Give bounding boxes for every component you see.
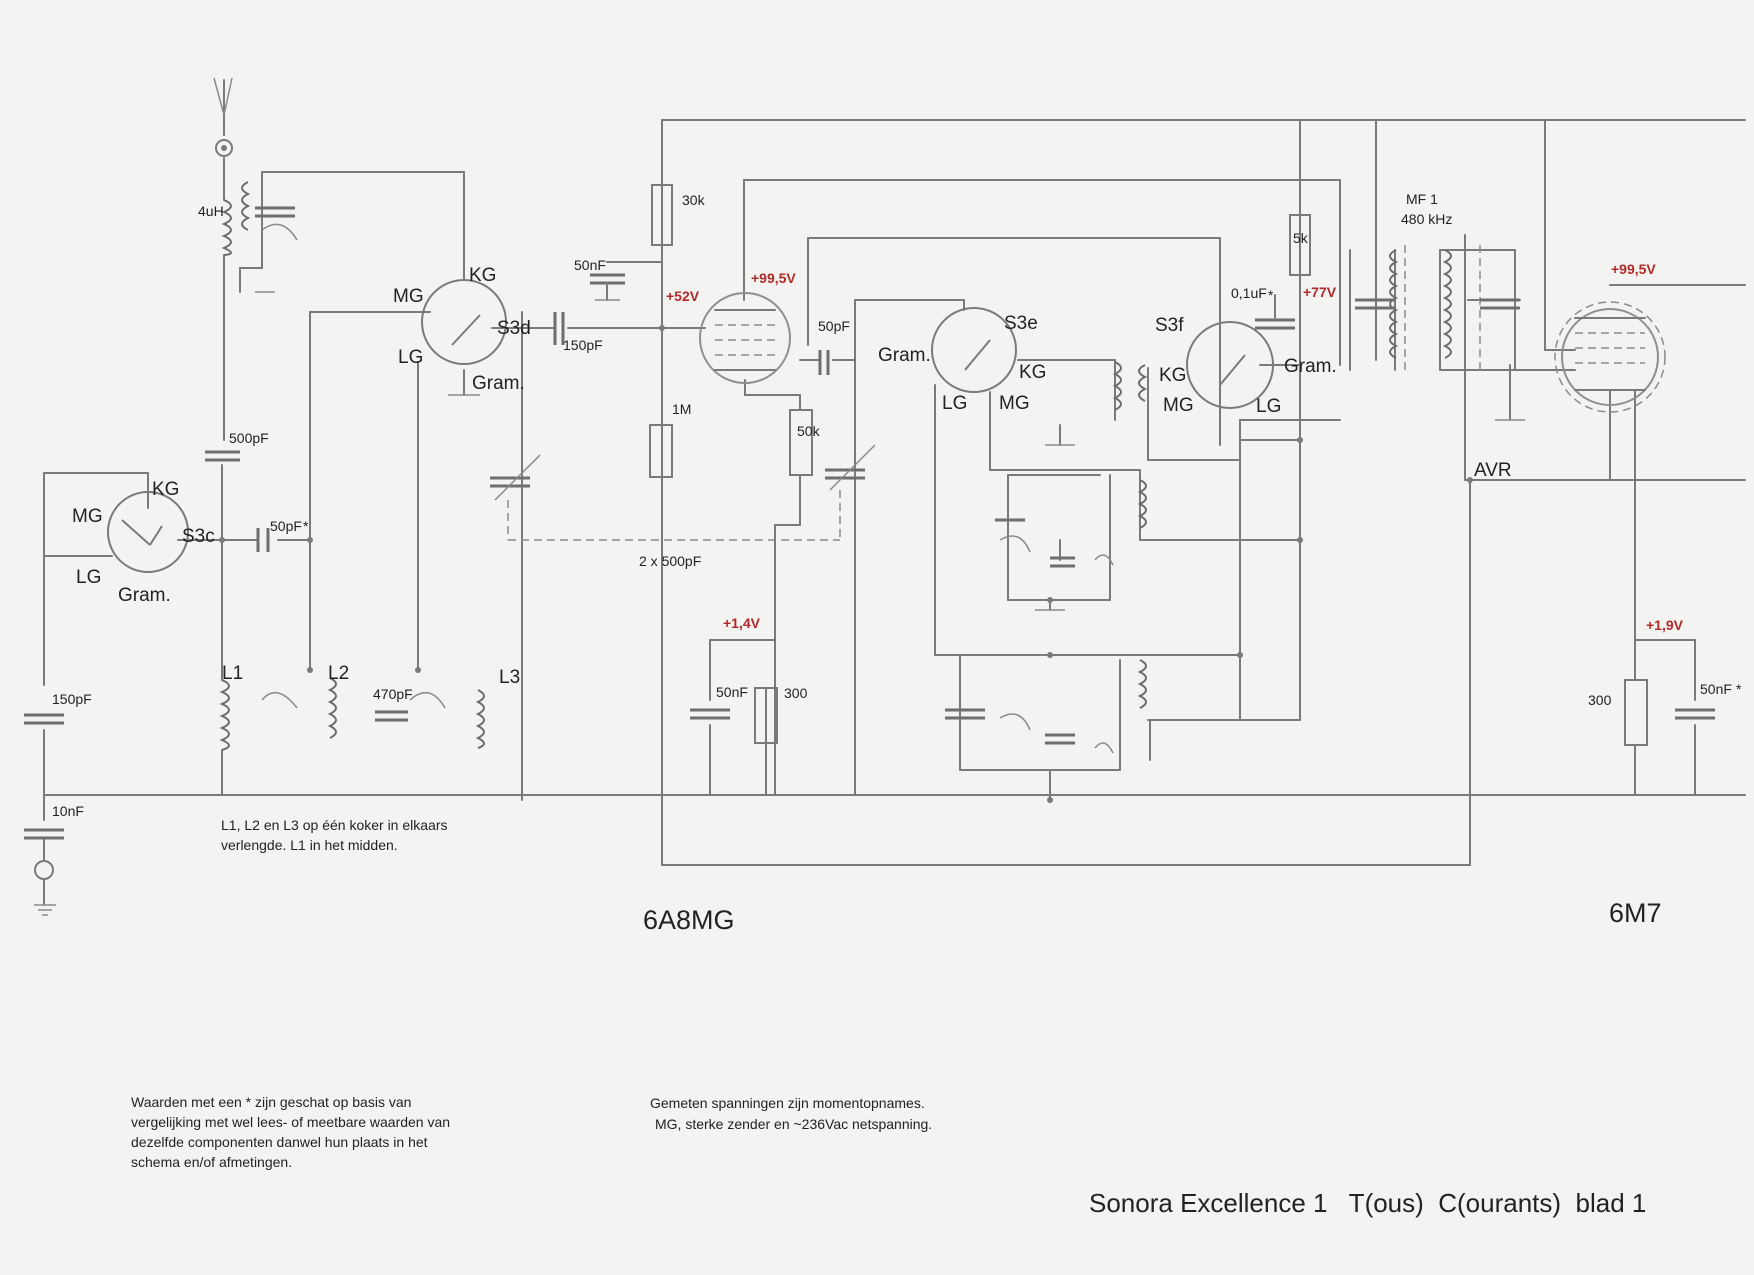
s3c-lg: LG (76, 567, 101, 588)
label-mf1: MF 1 (1406, 191, 1438, 207)
label-50nf-cathode: 50nF (716, 684, 748, 700)
label-l3: L3 (499, 667, 520, 688)
labels: 4uH 500pF 50pF * 150pF 10nF L1 L2 L3 470… (52, 191, 1742, 1218)
voltage-99-5v-a: +99,5V (751, 270, 796, 286)
resistor-5k (1289, 214, 1311, 276)
resistor-300a (754, 687, 778, 744)
s3f-name: S3f (1155, 315, 1184, 336)
resistors (649, 184, 1648, 746)
note-estimated-line4: schema en/of afmetingen. (131, 1154, 292, 1170)
tube-label-6a8mg: 6A8MG (643, 905, 735, 935)
s3f-lg: LG (1256, 396, 1281, 417)
capacitors (24, 206, 1715, 840)
s3c-name: S3c (182, 526, 215, 547)
s3f-mg: MG (1163, 395, 1194, 416)
label-150pf-left: 150pF (52, 691, 92, 707)
label-480khz: 480 kHz (1401, 211, 1452, 227)
svg-text:*: * (1268, 287, 1274, 303)
label-50k: 50k (797, 423, 821, 439)
voltage-52v: +52V (666, 288, 700, 304)
label-avr: AVR (1474, 460, 1512, 481)
wafer-switches (107, 279, 1274, 573)
resistor-30k (651, 184, 673, 246)
resistor-300b (1624, 679, 1648, 746)
label-500pf: 500pF (229, 430, 269, 446)
wiring (34, 77, 1746, 916)
label-50pf-s3c: 50pF (270, 518, 302, 534)
label-50nf-right: 50nF (1700, 681, 1732, 697)
sheet-title: Sonora Excellence 1 T(ous) C(ourants) bl… (1089, 1188, 1646, 1218)
s3f-kg: KG (1159, 365, 1186, 386)
s3f-gram: Gram. (1284, 356, 1337, 377)
voltage-77v: +77V (1303, 284, 1337, 300)
label-300b: 300 (1588, 692, 1612, 708)
label-150pf-grid: 150pF (563, 337, 603, 353)
s3e-name: S3e (1004, 313, 1038, 334)
tube-6m7 (1554, 301, 1666, 413)
s3d-name: S3d (497, 318, 531, 339)
label-10nf: 10nF (52, 803, 84, 819)
s3e-lg: LG (942, 393, 967, 414)
label-300a: 300 (784, 685, 808, 701)
note-measured-line2: MG, sterke zender en ~236Vac netspanning… (655, 1116, 932, 1132)
resistor-50k (789, 409, 813, 476)
voltage-1-9v: +1,9V (1646, 617, 1684, 633)
voltage-1-4v: +1,4V (723, 615, 761, 631)
s3e-kg: KG (1019, 362, 1046, 383)
label-30k: 30k (682, 192, 706, 208)
s3e-gram: Gram. (878, 345, 931, 366)
label-l2: L2 (328, 663, 349, 684)
svg-text:*: * (1736, 681, 1742, 697)
label-2x500pf: 2 x 500pF (639, 553, 701, 569)
tube-6a8mg (699, 292, 791, 384)
note-coils-line2: verlengde. L1 in het midden. (221, 837, 398, 853)
voltage-99-5v-b: +99,5V (1611, 261, 1656, 277)
s3e-mg: MG (999, 393, 1030, 414)
s3c-kg: KG (152, 479, 179, 500)
s3d-gram: Gram. (472, 373, 525, 394)
note-estimated-line3: dezelfde componenten danwel hun plaats i… (131, 1134, 428, 1150)
s3d-mg: MG (393, 286, 424, 307)
label-l1: L1 (222, 663, 243, 684)
resistor-1m (649, 424, 673, 478)
label-470pf: 470pF (373, 686, 413, 702)
note-estimated-line2: vergelijking met wel lees- of meetbare w… (131, 1114, 450, 1130)
s3c-mg: MG (72, 506, 103, 527)
s3c-gram: Gram. (118, 585, 171, 606)
label-0-1uf: 0,1uF (1231, 285, 1267, 301)
note-coils-line1: L1, L2 en L3 op één koker in elkaars (221, 817, 448, 833)
svg-text:*: * (303, 518, 309, 534)
s3d-lg: LG (398, 347, 423, 368)
label-4uh: 4uH (198, 203, 224, 219)
note-estimated-line1: Waarden met een * zijn geschat op basis … (131, 1094, 411, 1110)
tubes (699, 292, 1666, 413)
s3d-kg: KG (469, 265, 496, 286)
junctions (219, 325, 1473, 803)
note-measured-line1: Gemeten spanningen zijn momentopnames. (650, 1095, 925, 1111)
label-50nf-top: 50nF (574, 257, 606, 273)
label-5k: 5k (1293, 230, 1309, 246)
tube-label-6m7: 6M7 (1609, 898, 1662, 928)
label-1m: 1M (672, 401, 691, 417)
label-50pf-coupling: 50pF (818, 318, 850, 334)
inductors (219, 181, 1520, 751)
